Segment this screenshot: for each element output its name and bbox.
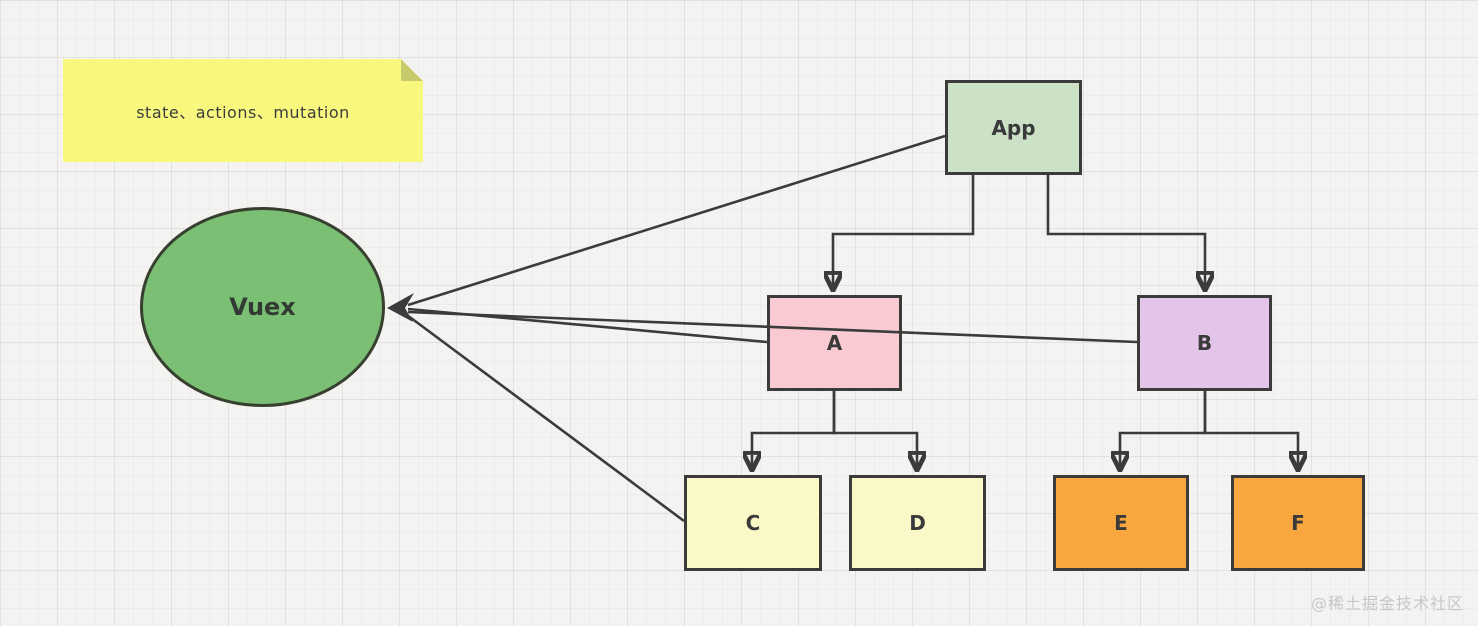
edge-b-to-e bbox=[1120, 391, 1207, 468]
node-d-label: D bbox=[909, 511, 926, 535]
vuex-arrowhead bbox=[387, 293, 414, 322]
watermark: @稀土掘金技术社区 bbox=[1310, 594, 1464, 613]
edge-app-to-vuex bbox=[407, 134, 946, 307]
node-vuex-label: Vuex bbox=[229, 293, 296, 321]
edge-b-to-f bbox=[1203, 391, 1298, 468]
node-a: A bbox=[767, 295, 902, 391]
edge-a-to-d bbox=[832, 390, 917, 468]
sticky-note: state、actions、mutation bbox=[63, 59, 423, 162]
node-d: D bbox=[849, 475, 986, 571]
sticky-note-text: state、actions、mutation bbox=[136, 102, 350, 122]
node-b-label: B bbox=[1196, 331, 1213, 355]
node-f: F bbox=[1231, 475, 1365, 571]
node-f-label: F bbox=[1291, 511, 1305, 535]
edge-app-to-a bbox=[833, 175, 975, 288]
sticky-note-fold-corner bbox=[401, 59, 423, 81]
edge-app-to-b bbox=[1046, 175, 1205, 288]
node-b: B bbox=[1137, 295, 1272, 391]
node-app-label: App bbox=[991, 115, 1036, 140]
node-app: App bbox=[945, 80, 1082, 175]
node-e-label: E bbox=[1114, 511, 1128, 535]
node-a-label: A bbox=[826, 331, 843, 355]
node-c-label: C bbox=[745, 511, 761, 535]
node-e: E bbox=[1053, 475, 1189, 571]
edge-c-to-vuex bbox=[406, 313, 685, 523]
edge-a-to-c bbox=[752, 390, 836, 468]
edge-a-to-vuex bbox=[407, 307, 768, 344]
node-c: C bbox=[684, 475, 822, 571]
node-vuex: Vuex bbox=[140, 207, 385, 407]
